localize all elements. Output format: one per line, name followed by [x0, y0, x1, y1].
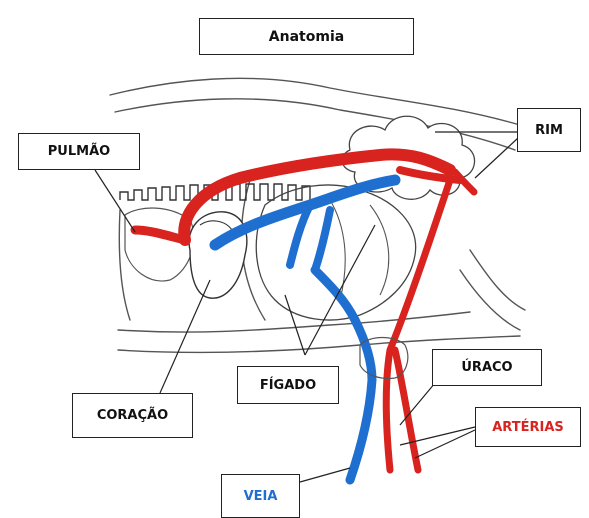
veia-pointer	[300, 468, 350, 482]
liver-outline	[256, 185, 415, 320]
back-outline	[110, 78, 520, 125]
umbilical-artery-right	[395, 350, 418, 470]
liver-lobe-2	[370, 205, 389, 295]
heart-outline	[189, 212, 247, 298]
label-figado: FÍGADO	[237, 366, 339, 404]
umbilical-artery-left	[386, 180, 450, 470]
aorta-left-branch	[135, 230, 185, 240]
label-coracao: CORAÇÃO	[72, 393, 193, 438]
diagram-title: Anatomia	[199, 18, 414, 55]
label-pulmao: PULMÃO	[18, 133, 140, 170]
hepatic-vein-2	[315, 210, 330, 270]
label-arterias: ARTÉRIAS	[475, 407, 581, 447]
figado-pointer-1	[285, 295, 305, 355]
label-uraco: ÚRACO	[432, 349, 542, 386]
ductus-venosus	[315, 270, 355, 320]
label-veia: VEIA	[221, 474, 300, 518]
label-rim: RIM	[517, 108, 581, 152]
coracao-pointer	[160, 280, 210, 393]
pulmao-pointer	[95, 170, 135, 232]
flank-line	[470, 250, 525, 310]
